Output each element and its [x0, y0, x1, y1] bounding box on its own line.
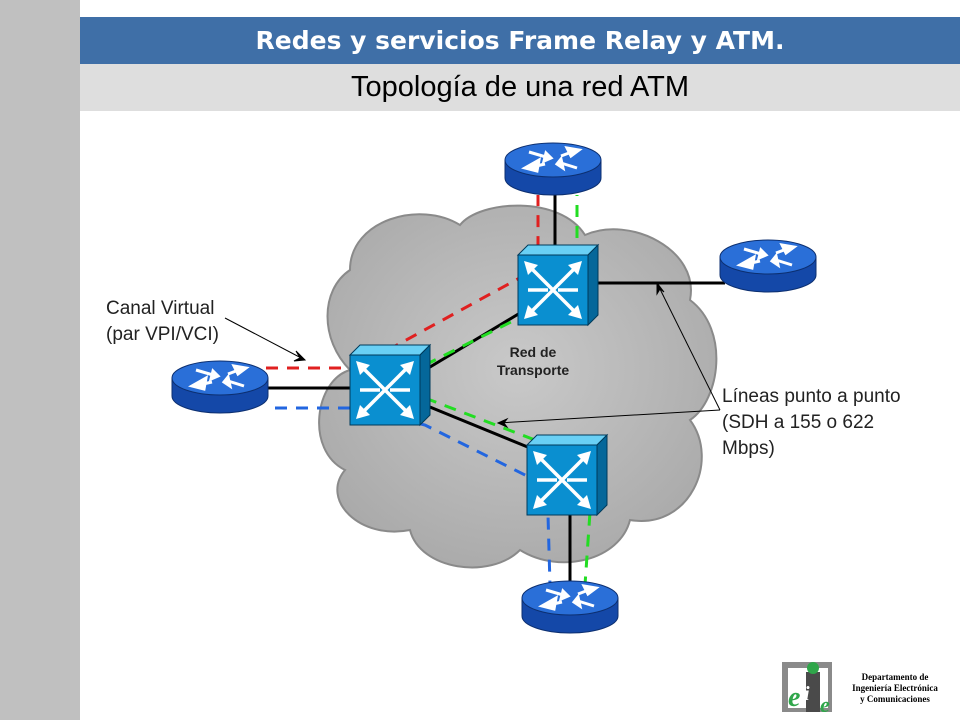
point-to-point-lines-label: Líneas punto a punto (SDH a 155 o 622 Mb…	[722, 384, 901, 462]
slide-subtitle: Topología de una red ATM	[80, 64, 960, 111]
router-left	[170, 359, 270, 415]
eie-logo: e i e	[782, 662, 832, 717]
cloud-label-line: Red de	[509, 344, 557, 360]
department-name: Departamento de Ingeniería Electrónica y…	[838, 672, 952, 705]
line-switch-switch-top	[424, 308, 526, 372]
department-line: Ingeniería Electrónica	[852, 683, 938, 693]
slide-subtitle-text: Topología de una red ATM	[350, 71, 690, 103]
page-title-text: Redes y servicios Frame Relay y ATM.	[255, 26, 785, 55]
atm-switch-bottom	[525, 433, 609, 517]
lines-label-line: (SDH a 155 o 622	[722, 412, 875, 433]
department-line: y Comunicaciones	[860, 694, 930, 704]
left-sidebar-bar	[0, 0, 80, 720]
router-bottom	[520, 579, 620, 635]
cloud-label-line: Transporte	[496, 362, 570, 378]
router-top	[503, 141, 603, 197]
atm-switch-left	[348, 343, 432, 427]
logo-letter-e1: e	[788, 682, 800, 713]
lines-label-line: Líneas punto a punto	[722, 386, 901, 407]
vc-blue	[275, 406, 552, 586]
atm-switch-top	[516, 243, 600, 327]
transport-network-cloud	[318, 204, 718, 569]
lines-label-line: Mbps)	[722, 438, 775, 459]
logo-letter-i: i	[804, 683, 810, 705]
annotation-pointers	[224, 281, 721, 429]
department-line: Departamento de	[861, 672, 929, 682]
router-right	[718, 238, 818, 294]
virtual-channel-label: Canal Virtual (par VPI/VCI)	[106, 296, 219, 348]
virtual-channel-label-line: Canal Virtual	[106, 298, 215, 319]
point-to-point-lines	[265, 195, 725, 585]
virtual-channel-label-line: (par VPI/VCI)	[106, 324, 219, 345]
page-title: Redes y servicios Frame Relay y ATM.	[80, 17, 960, 64]
cloud-label: Red de Transporte	[488, 343, 578, 379]
line-switch-switch-bottom	[424, 403, 536, 452]
logo-letter-e2: e	[820, 692, 830, 717]
